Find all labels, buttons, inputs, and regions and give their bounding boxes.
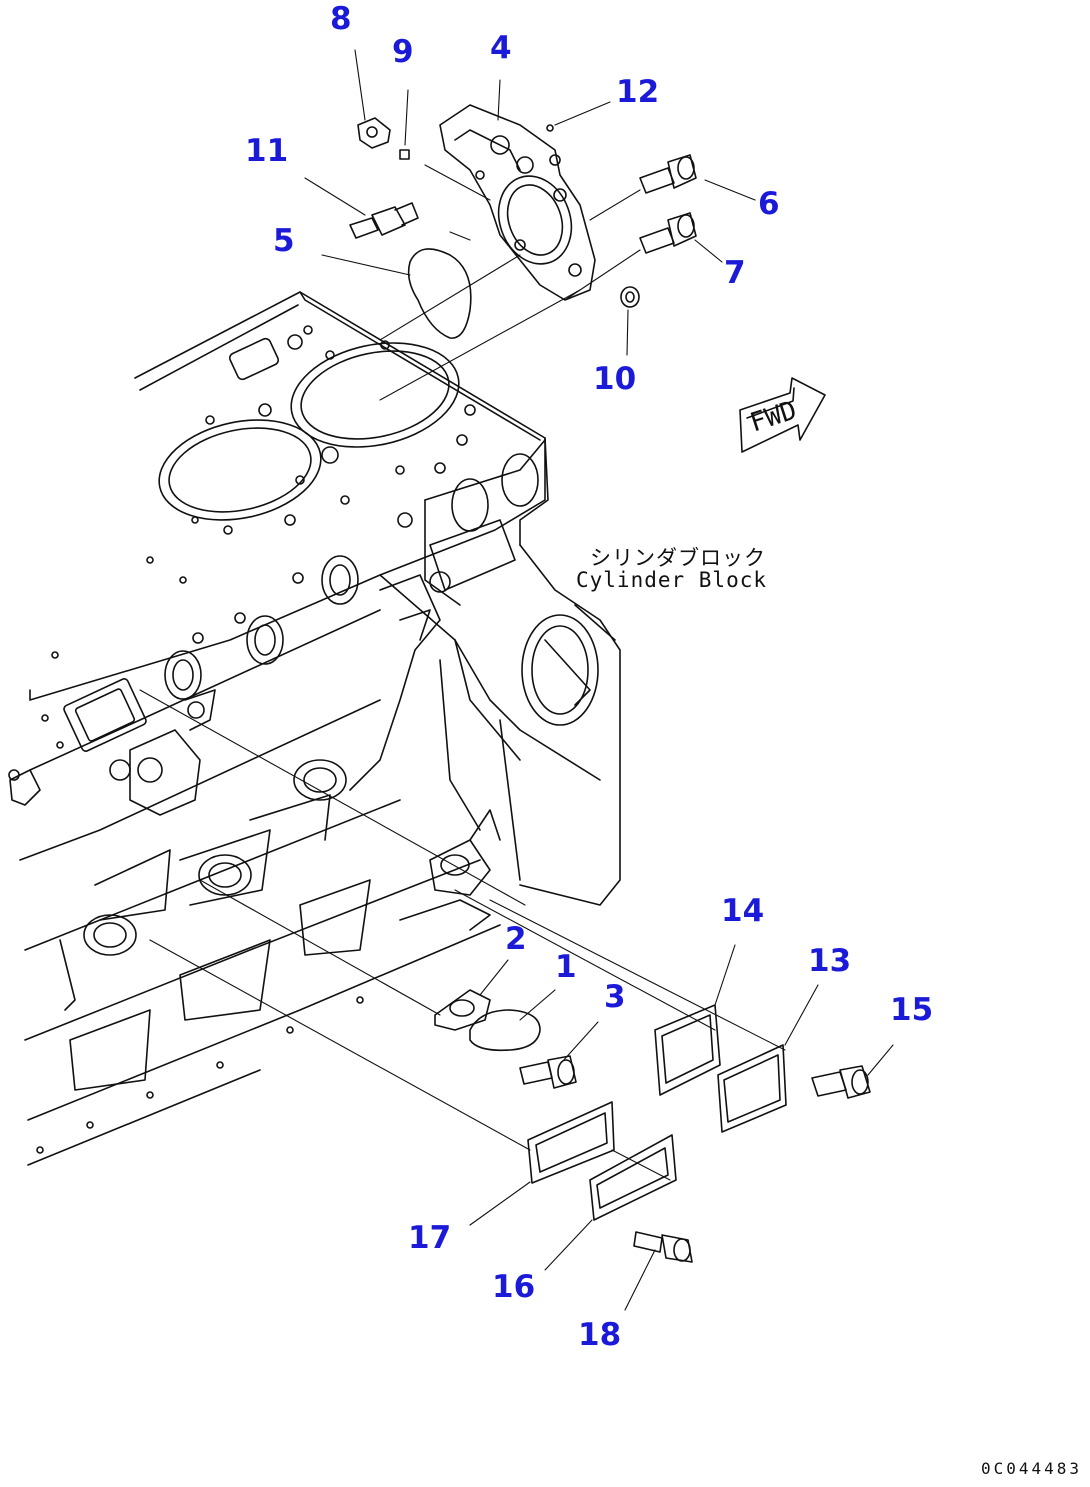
gasket-5: [407, 248, 472, 339]
callout-2: 2: [505, 921, 527, 957]
cover-1: [469, 1009, 541, 1052]
sensor-11: [349, 202, 419, 239]
cover-16: [589, 1134, 677, 1221]
gasket-2: [434, 989, 491, 1031]
callout-17: 17: [408, 1220, 452, 1256]
bolt-6: [639, 154, 697, 194]
leader-lines: [139, 49, 894, 1311]
cover-13: [717, 1044, 787, 1133]
cylinder-block: [8, 291, 621, 1166]
dowel-12: [546, 124, 554, 132]
callout-5: 5: [273, 223, 295, 259]
bolt-7: [639, 212, 697, 254]
gasket-14: [654, 1004, 721, 1096]
gasket-17: [527, 1101, 615, 1184]
callout-12: 12: [616, 74, 660, 110]
drawing-id: 0C044483: [980, 1459, 1082, 1478]
callout-11: 11: [245, 133, 289, 169]
component-label-japanese: シリンダブロック: [590, 546, 766, 570]
callout-3: 3: [604, 979, 626, 1015]
plug-9: [399, 149, 410, 160]
bolt-18: [633, 1231, 693, 1263]
callout-13: 13: [808, 943, 852, 979]
bolt-3: [519, 1055, 577, 1089]
plug-10: [620, 286, 640, 308]
forward-arrow: [739, 377, 826, 453]
callout-9: 9: [392, 34, 414, 70]
bolt-15: [811, 1065, 871, 1099]
callout-18: 18: [578, 1317, 622, 1353]
callout-4: 4: [490, 30, 512, 66]
fitting-8: [357, 117, 391, 149]
callout-15: 15: [890, 992, 934, 1028]
callout-10: 10: [593, 361, 637, 397]
callout-8: 8: [330, 1, 352, 37]
component-label-english: Cylinder Block: [576, 568, 768, 592]
callout-16: 16: [492, 1269, 536, 1305]
thermostat-housing: [439, 104, 596, 301]
callout-14: 14: [721, 893, 765, 929]
callout-1: 1: [555, 949, 577, 985]
callout-6: 6: [758, 186, 780, 222]
callout-7: 7: [724, 255, 746, 291]
